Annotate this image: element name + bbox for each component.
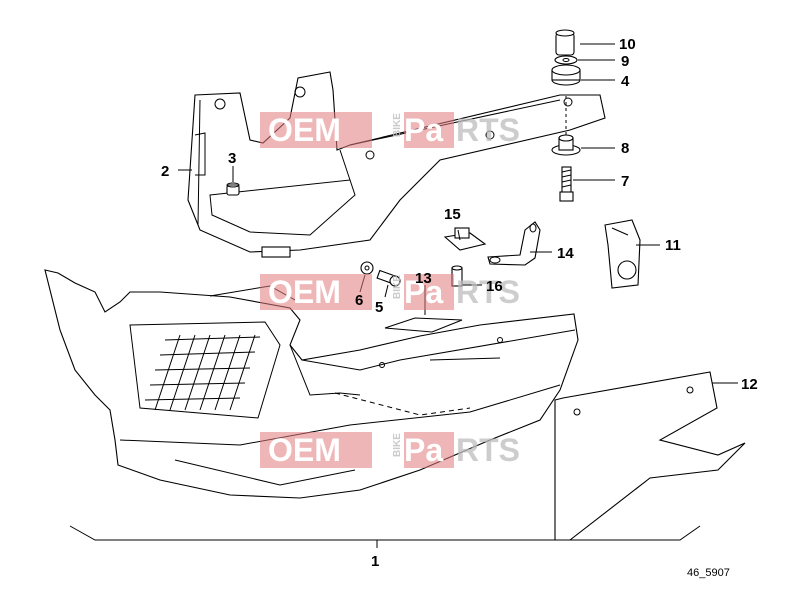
svg-text:BIKE: BIKE	[392, 113, 403, 137]
callout-6: 6	[355, 292, 363, 309]
diagram-reference-number: 46_5907	[687, 567, 730, 579]
watermark-top: OEM BIKE Pa RTS	[260, 112, 520, 148]
rubber-mount-4	[551, 64, 581, 86]
svg-text:OEM: OEM	[268, 274, 341, 310]
side-cover	[554, 371, 746, 541]
callout-3: 3	[228, 150, 236, 167]
callout-15: 15	[444, 206, 461, 223]
spacer-bushing-10	[555, 29, 575, 56]
svg-text:BIKE: BIKE	[392, 433, 403, 457]
plate-13	[384, 317, 463, 333]
callout-7: 7	[621, 173, 629, 190]
svg-text:RTS: RTS	[456, 432, 520, 468]
svg-text:OEM: OEM	[268, 112, 341, 148]
svg-text:RTS: RTS	[456, 274, 520, 310]
svg-text:Pa: Pa	[404, 274, 443, 310]
mounting-bracket	[187, 71, 606, 258]
callout-1: 1	[371, 553, 379, 570]
svg-text:OEM: OEM	[268, 432, 341, 468]
screw-7	[559, 166, 574, 202]
mesh-grille	[144, 334, 261, 411]
callout-8: 8	[621, 140, 629, 157]
callout-10: 10	[619, 36, 636, 53]
callout-labels: 1 2 3 4 5 6 7 8 9 10 11 12 13 14 15 16 4…	[161, 36, 758, 579]
clip-11	[604, 219, 641, 289]
watermark-middle: OEM BIKE Pa RTS	[260, 274, 520, 310]
svg-text:RTS: RTS	[456, 112, 520, 148]
speed-nut-15	[443, 227, 487, 251]
callout-12: 12	[741, 376, 758, 393]
washer-6	[360, 261, 374, 275]
washer-9	[554, 55, 578, 65]
svg-text:Pa: Pa	[404, 432, 443, 468]
rubber-mount-8	[551, 134, 581, 156]
callout-2: 2	[161, 163, 169, 180]
bracket-14	[487, 221, 541, 266]
svg-text:Pa: Pa	[404, 112, 443, 148]
callout-16: 16	[486, 278, 503, 295]
callout-11: 11	[665, 237, 681, 254]
svg-text:BIKE: BIKE	[392, 275, 403, 299]
watermark-bottom: OEM BIKE Pa RTS	[260, 432, 520, 468]
callout-13: 13	[415, 270, 432, 287]
screw-5	[376, 269, 401, 287]
callout-5: 5	[375, 299, 383, 316]
callout-14: 14	[557, 245, 574, 262]
callout-9: 9	[621, 53, 629, 70]
callout-4: 4	[621, 73, 630, 90]
nut-3	[226, 182, 240, 196]
